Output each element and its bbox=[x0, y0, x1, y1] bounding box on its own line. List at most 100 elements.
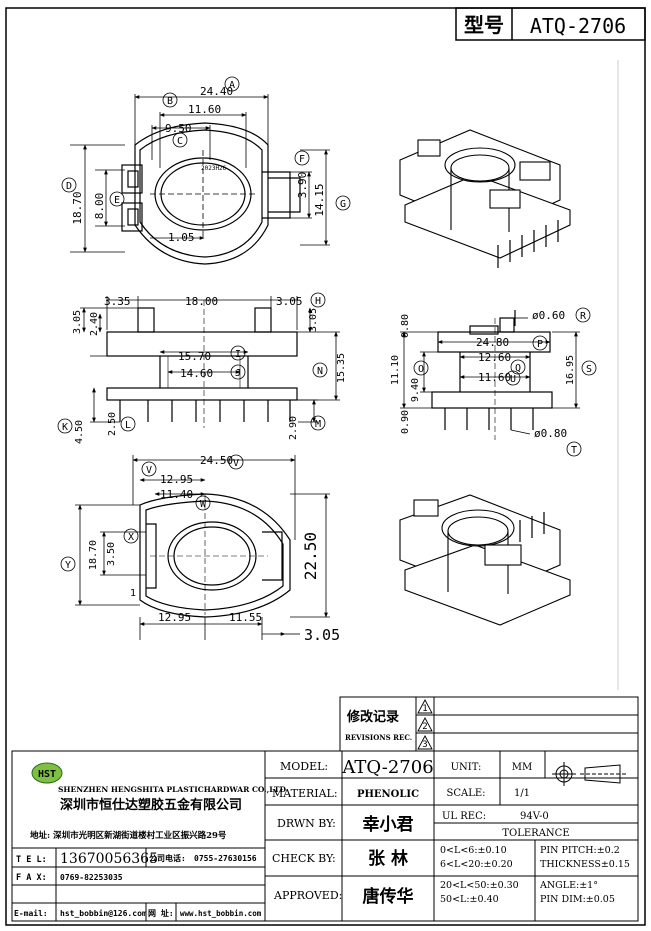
callout-d: D bbox=[66, 181, 72, 192]
drawn-label: DRWN BY: bbox=[277, 817, 336, 830]
logo-text: HST bbox=[38, 769, 56, 780]
callout-v: V bbox=[146, 465, 152, 476]
top-view-dims bbox=[61, 76, 351, 253]
company-address: 地址: 深圳市光明区新湖街道楼村工业区振兴路29号 bbox=[30, 830, 227, 841]
tel-label: T E L: bbox=[16, 855, 47, 865]
callout-l: L bbox=[125, 420, 131, 431]
tol-2: 6<L<20:±0.20 bbox=[440, 859, 513, 870]
dim-o-left: 11.10 bbox=[390, 355, 401, 385]
callout-b: B bbox=[167, 96, 173, 107]
top-view bbox=[121, 122, 301, 265]
dim-top-height: 18.70 bbox=[71, 191, 84, 224]
dim-slot: 8.00 bbox=[93, 193, 106, 220]
dim-front-rh: 3.05 bbox=[308, 308, 319, 332]
pin-2: THICKNESS±0.15 bbox=[540, 859, 630, 870]
header-model: ATQ-2706 bbox=[530, 14, 626, 38]
web-value: www.hst_bobbin.com bbox=[180, 909, 262, 918]
unit-label: UNIT: bbox=[451, 762, 482, 773]
bottom-view bbox=[139, 493, 291, 618]
dim-pin-top: 0.80 bbox=[400, 314, 411, 338]
company-logo: HST bbox=[31, 762, 63, 784]
callout-j: J bbox=[235, 368, 241, 379]
dim-u: 11.60 bbox=[478, 371, 511, 384]
dim-pin-bot: 0.90 bbox=[400, 410, 411, 434]
header-block: 型号 ATQ-2706 bbox=[455, 7, 646, 41]
bottom-view-dims bbox=[60, 454, 330, 640]
pin-3: ANGLE:±1° bbox=[539, 880, 598, 891]
drawn-value: 幸小君 bbox=[363, 814, 414, 835]
isometric-view-top bbox=[399, 129, 571, 268]
ul-value: 94V-0 bbox=[520, 811, 549, 822]
dim-top-width: 24.40 bbox=[200, 85, 233, 98]
callout-q: Q bbox=[515, 363, 521, 374]
callout-y: Y bbox=[65, 560, 71, 571]
callout-k: K bbox=[62, 422, 68, 433]
side-view-dims bbox=[400, 307, 597, 457]
callout-e: E bbox=[114, 195, 120, 206]
dim-pin-t: ø0.80 bbox=[534, 427, 567, 440]
callout-c: C bbox=[177, 136, 183, 147]
callout-m: M bbox=[315, 419, 321, 430]
tol-4: 50<L:±0.40 bbox=[440, 894, 499, 905]
dim-j: 14.60 bbox=[180, 367, 213, 380]
isometric-view-bottom bbox=[399, 494, 571, 626]
scale-label: SCALE: bbox=[446, 788, 485, 799]
company-name-cn: 深圳市恒仕达塑胶五金有限公司 bbox=[60, 797, 242, 813]
dim-bottom-tall: 22.50 bbox=[301, 532, 320, 580]
dim-bottom: 1.05 bbox=[168, 231, 195, 244]
dim-bottom-width: 24.50 bbox=[200, 454, 233, 467]
check-label: CHECK BY: bbox=[272, 852, 336, 865]
callout-i: I bbox=[235, 349, 241, 360]
dim-bore-inner: 9.50 bbox=[165, 122, 192, 135]
callout-n: N bbox=[317, 366, 323, 377]
unit-value: MM bbox=[512, 762, 532, 773]
rev-mark-1: 1 bbox=[422, 704, 427, 714]
callout-o: O bbox=[418, 364, 424, 375]
pin-1: PIN PITCH:±0.2 bbox=[540, 845, 620, 856]
dim-pin-r: ø0.60 bbox=[532, 309, 565, 322]
dim-front-tl-b: 2.40 bbox=[89, 312, 100, 336]
front-view-dims bbox=[57, 292, 340, 434]
dim-w: 11.40 bbox=[160, 488, 193, 501]
dim-front-right: 3.05 bbox=[276, 295, 303, 308]
dim-bottom-left: 12.95 bbox=[158, 611, 191, 624]
callout-p: P bbox=[537, 339, 543, 350]
callout-bottom-u: V bbox=[233, 458, 239, 469]
callout-r: R bbox=[580, 311, 587, 322]
revision-subtitle: REVISIONS REC. bbox=[345, 733, 412, 742]
tel-value: 13670056365 bbox=[60, 851, 158, 867]
dim-m: 2.90 bbox=[288, 416, 299, 440]
sheet-border bbox=[5, 7, 646, 926]
dim-front-mid: 18.00 bbox=[185, 295, 218, 308]
dim-one: 1 bbox=[130, 588, 136, 599]
dim-n: 15.35 bbox=[336, 353, 347, 383]
approved-label: APPROVED: bbox=[273, 889, 342, 902]
dim-bore-outer: 11.60 bbox=[188, 103, 221, 116]
email-label: E-mail: bbox=[14, 908, 48, 918]
dim-k: 4.50 bbox=[74, 420, 85, 444]
office-value: 0755-27630156 bbox=[194, 854, 257, 863]
dim-o: 9.40 bbox=[410, 378, 421, 402]
dim-v: 12.95 bbox=[160, 473, 193, 486]
rev-mark-3: 3 bbox=[422, 740, 427, 750]
pin-4: PIN DIM:±0.05 bbox=[540, 894, 615, 905]
scale-value: 1/1 bbox=[514, 788, 530, 799]
rev-mark-2: 2 bbox=[422, 722, 427, 732]
dim-front-tl-a: 3.05 bbox=[72, 310, 83, 334]
ul-label: UL REC: bbox=[442, 811, 486, 822]
callout-t: T bbox=[571, 445, 577, 456]
check-value: 张 林 bbox=[368, 848, 408, 869]
revision-marks bbox=[417, 699, 433, 750]
fax-value: 0769-82253035 bbox=[60, 873, 123, 882]
title-block bbox=[11, 696, 639, 922]
callout-h: H bbox=[315, 296, 321, 307]
part-number: 2023H26 bbox=[201, 165, 227, 172]
side-view bbox=[431, 310, 553, 440]
revision-title: 修改记录 bbox=[346, 709, 399, 725]
callout-w: W bbox=[200, 499, 207, 510]
dim-l: 2.50 bbox=[107, 412, 118, 436]
office-label: 公司电话: bbox=[149, 853, 186, 863]
dim-bottom-right: 11.55 bbox=[229, 611, 262, 624]
callout-g: G bbox=[340, 199, 346, 210]
